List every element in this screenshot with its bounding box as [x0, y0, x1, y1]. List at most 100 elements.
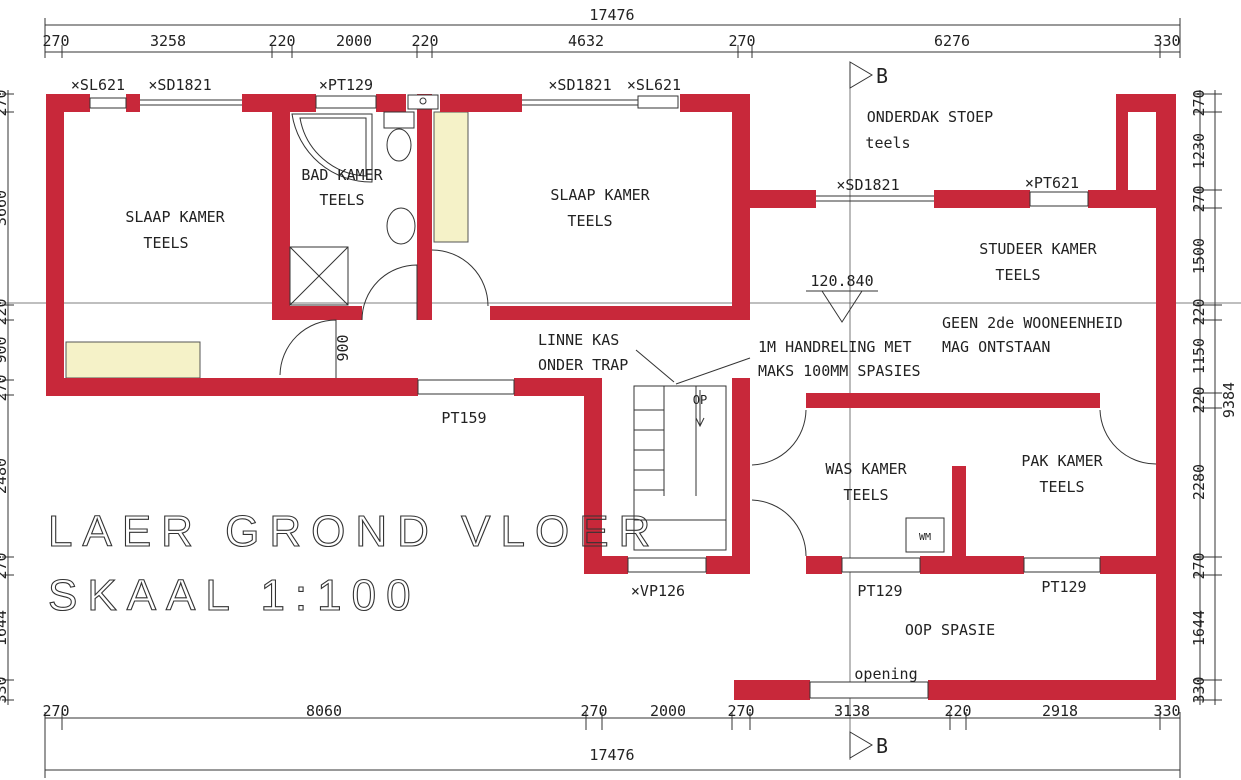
counter-fixture [65, 341, 201, 379]
note-restriction: GEEN 2de WOONEENHEID [942, 314, 1123, 332]
room-finish: TEELS [319, 191, 364, 209]
window-label: ×SD1821 [148, 76, 211, 94]
dim-label: 270 [727, 702, 754, 720]
room-finish: TEELS [995, 266, 1040, 284]
dim-label: 330 [1190, 676, 1208, 703]
dim-label: 270 [728, 32, 755, 50]
window-label: ×SD1821 [548, 76, 611, 94]
dim-label: 1150 [1190, 338, 1208, 374]
room-finish: TEELS [567, 212, 612, 230]
room-finish: TEELS [1039, 478, 1084, 496]
window-label: ×SL621 [627, 76, 681, 94]
dim-label: 270 [42, 702, 69, 720]
dim-label: 220 [0, 298, 10, 325]
bathroom-fixtures [289, 94, 439, 306]
room-finish: teels [865, 134, 910, 152]
notes: LINNE KAS ONDER TRAP 1M HANDRELING MET M… [538, 64, 1123, 758]
dim-label: 270 [1190, 552, 1208, 579]
dim-top-total: 17476 [589, 6, 634, 24]
room-name: ONDERDAK STOEP [867, 108, 993, 126]
note-linne: ONDER TRAP [538, 356, 628, 374]
walls [46, 94, 1176, 700]
dim-label: 6276 [934, 32, 970, 50]
dim-label: 220 [1190, 386, 1208, 413]
door-swings [279, 249, 1157, 557]
level-marker [806, 290, 878, 323]
dim-label: 3660 [0, 190, 10, 226]
dim-label: 270 [580, 702, 607, 720]
stair-up-label: OP [693, 393, 707, 407]
dim-label: 3258 [150, 32, 186, 50]
note-linne: LINNE KAS [538, 331, 619, 349]
level-value: 120.840 [810, 272, 873, 290]
dim-label: 2000 [650, 702, 686, 720]
dim-label: 3138 [834, 702, 870, 720]
bath-tub [291, 113, 373, 183]
room-name: STUDEER KAMER [979, 240, 1097, 258]
dim-bottom-total: 17476 [589, 746, 634, 764]
shower [289, 246, 349, 306]
dim-label: 1500 [1190, 238, 1208, 274]
room-name: PAK KAMER [1021, 452, 1103, 470]
room-finish: TEELS [843, 486, 888, 504]
dim-label: 270 [1190, 185, 1208, 212]
note-handrail: MAKS 100MM SPASIES [758, 362, 921, 380]
window-label: ×PT621 [1025, 174, 1079, 192]
dim-label: 2280 [1190, 464, 1208, 500]
dim-label: 330 [1153, 32, 1180, 50]
room-name: SLAAP KAMER [550, 186, 650, 204]
dim-label: 900 [0, 336, 10, 363]
dim-label: 220 [1190, 298, 1208, 325]
cupboard-fixture [433, 111, 469, 243]
dim-label: 220 [268, 32, 295, 50]
washing-machine [905, 517, 945, 553]
wm-label: WM [919, 532, 931, 543]
toilet-cistern [383, 111, 415, 129]
dimension-lines [0, 18, 1241, 778]
dim-door: 900 [334, 334, 352, 361]
room-labels: SLAAP KAMER TEELS BAD KAMER TEELS SLAAP … [125, 108, 1103, 639]
toilet-bowl [386, 128, 412, 162]
dim-label: 330 [0, 676, 10, 703]
basin [386, 207, 416, 245]
dim-label: 8060 [306, 702, 342, 720]
drawing-scale: SKAAL 1:100 [48, 571, 421, 620]
dim-right-total: 9384 [1220, 382, 1238, 418]
dim-label: 2000 [336, 32, 372, 50]
window-label: ×SL621 [71, 76, 125, 94]
dim-label: 270 [42, 32, 69, 50]
dim-label: 270 [0, 89, 10, 116]
room-name: WAS KAMER [825, 460, 907, 478]
dim-label: 270 [0, 374, 10, 401]
dim-label: 2918 [1042, 702, 1078, 720]
dim-label: 220 [411, 32, 438, 50]
dim-label: 1644 [1190, 610, 1208, 646]
section-label-bottom: B [876, 734, 888, 758]
windows [89, 95, 1101, 699]
sliding-doors [140, 99, 934, 202]
dim-label: 1230 [1190, 133, 1208, 169]
dim-label: 2480 [0, 458, 10, 494]
dim-label: 4632 [568, 32, 604, 50]
note-restriction: MAG ONTSTAAN [942, 338, 1050, 356]
window-label: ×VP126 [631, 582, 685, 600]
section-label-top: B [876, 64, 888, 88]
window-label: PT129 [857, 582, 902, 600]
window-label: ×PT129 [319, 76, 373, 94]
dim-label: 270 [0, 552, 10, 579]
room-name: OOP SPASIE [905, 621, 995, 639]
window-labels: ×SL621 ×SD1821 ×PT129 ×SD1821 ×SL621 ×SD… [71, 76, 1087, 600]
fixtures [65, 111, 469, 379]
window-label: PT129 [1041, 578, 1086, 596]
dim-label: 1644 [0, 610, 10, 646]
opening-label: opening [854, 665, 917, 683]
room-name: SLAAP KAMER [125, 208, 225, 226]
room-finish: TEELS [143, 234, 188, 252]
drawing-title: LAER GROND VLOER [48, 507, 660, 556]
stair [633, 349, 751, 551]
dim-label: 330 [1153, 702, 1180, 720]
note-handrail: 1M HANDRELING MET [758, 338, 912, 356]
section-markers [849, 61, 873, 759]
dim-label: 220 [944, 702, 971, 720]
